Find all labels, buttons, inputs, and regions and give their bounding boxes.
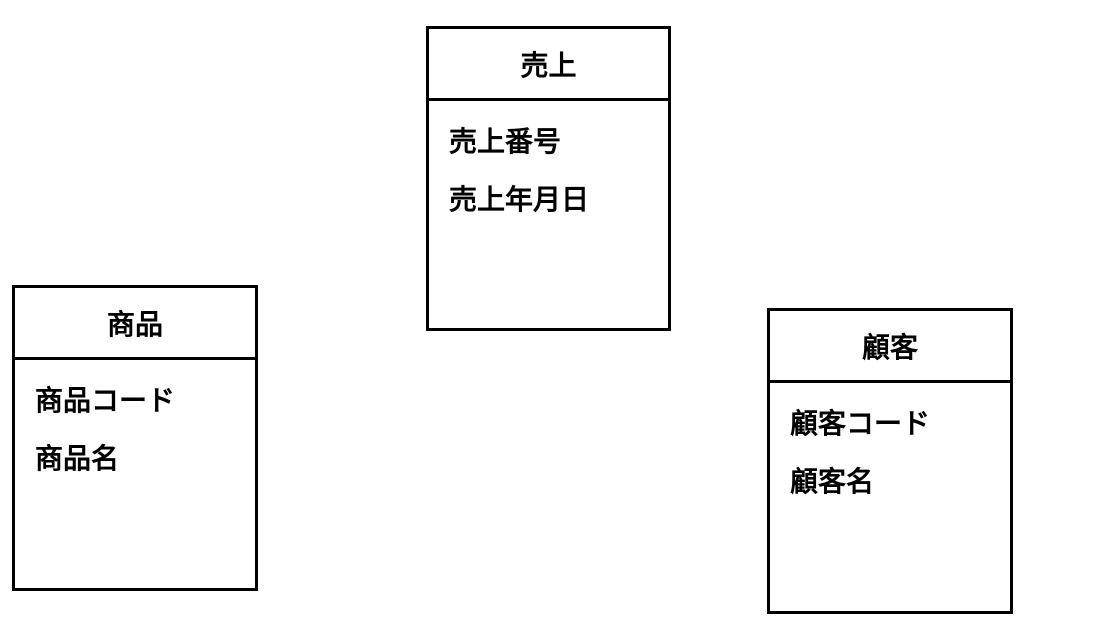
entity-customer: 顧客 顧客コード 顧客名 [767,308,1013,614]
attribute-customer-code: 顧客コード [790,407,931,440]
entity-customer-name: 顧客 [770,311,1010,383]
entity-product-name: 商品 [15,288,255,360]
attribute-product-name: 商品名 [35,442,120,475]
attribute-customer-name: 顧客名 [790,465,875,498]
attribute-sales-number: 売上番号 [449,125,562,158]
entity-product: 商品 商品コード 商品名 [12,285,258,591]
attribute-product-code: 商品コード [35,384,176,417]
entity-product-attributes: 商品コード 商品名 [15,360,255,488]
entity-customer-attributes: 顧客コード 顧客名 [770,383,1010,511]
entity-sales-name: 売上 [429,29,668,101]
attribute-sales-date: 売上年月日 [449,183,590,216]
entity-sales-attributes: 売上番号 売上年月日 [429,101,668,229]
entity-sales: 売上 売上番号 売上年月日 [426,26,671,331]
